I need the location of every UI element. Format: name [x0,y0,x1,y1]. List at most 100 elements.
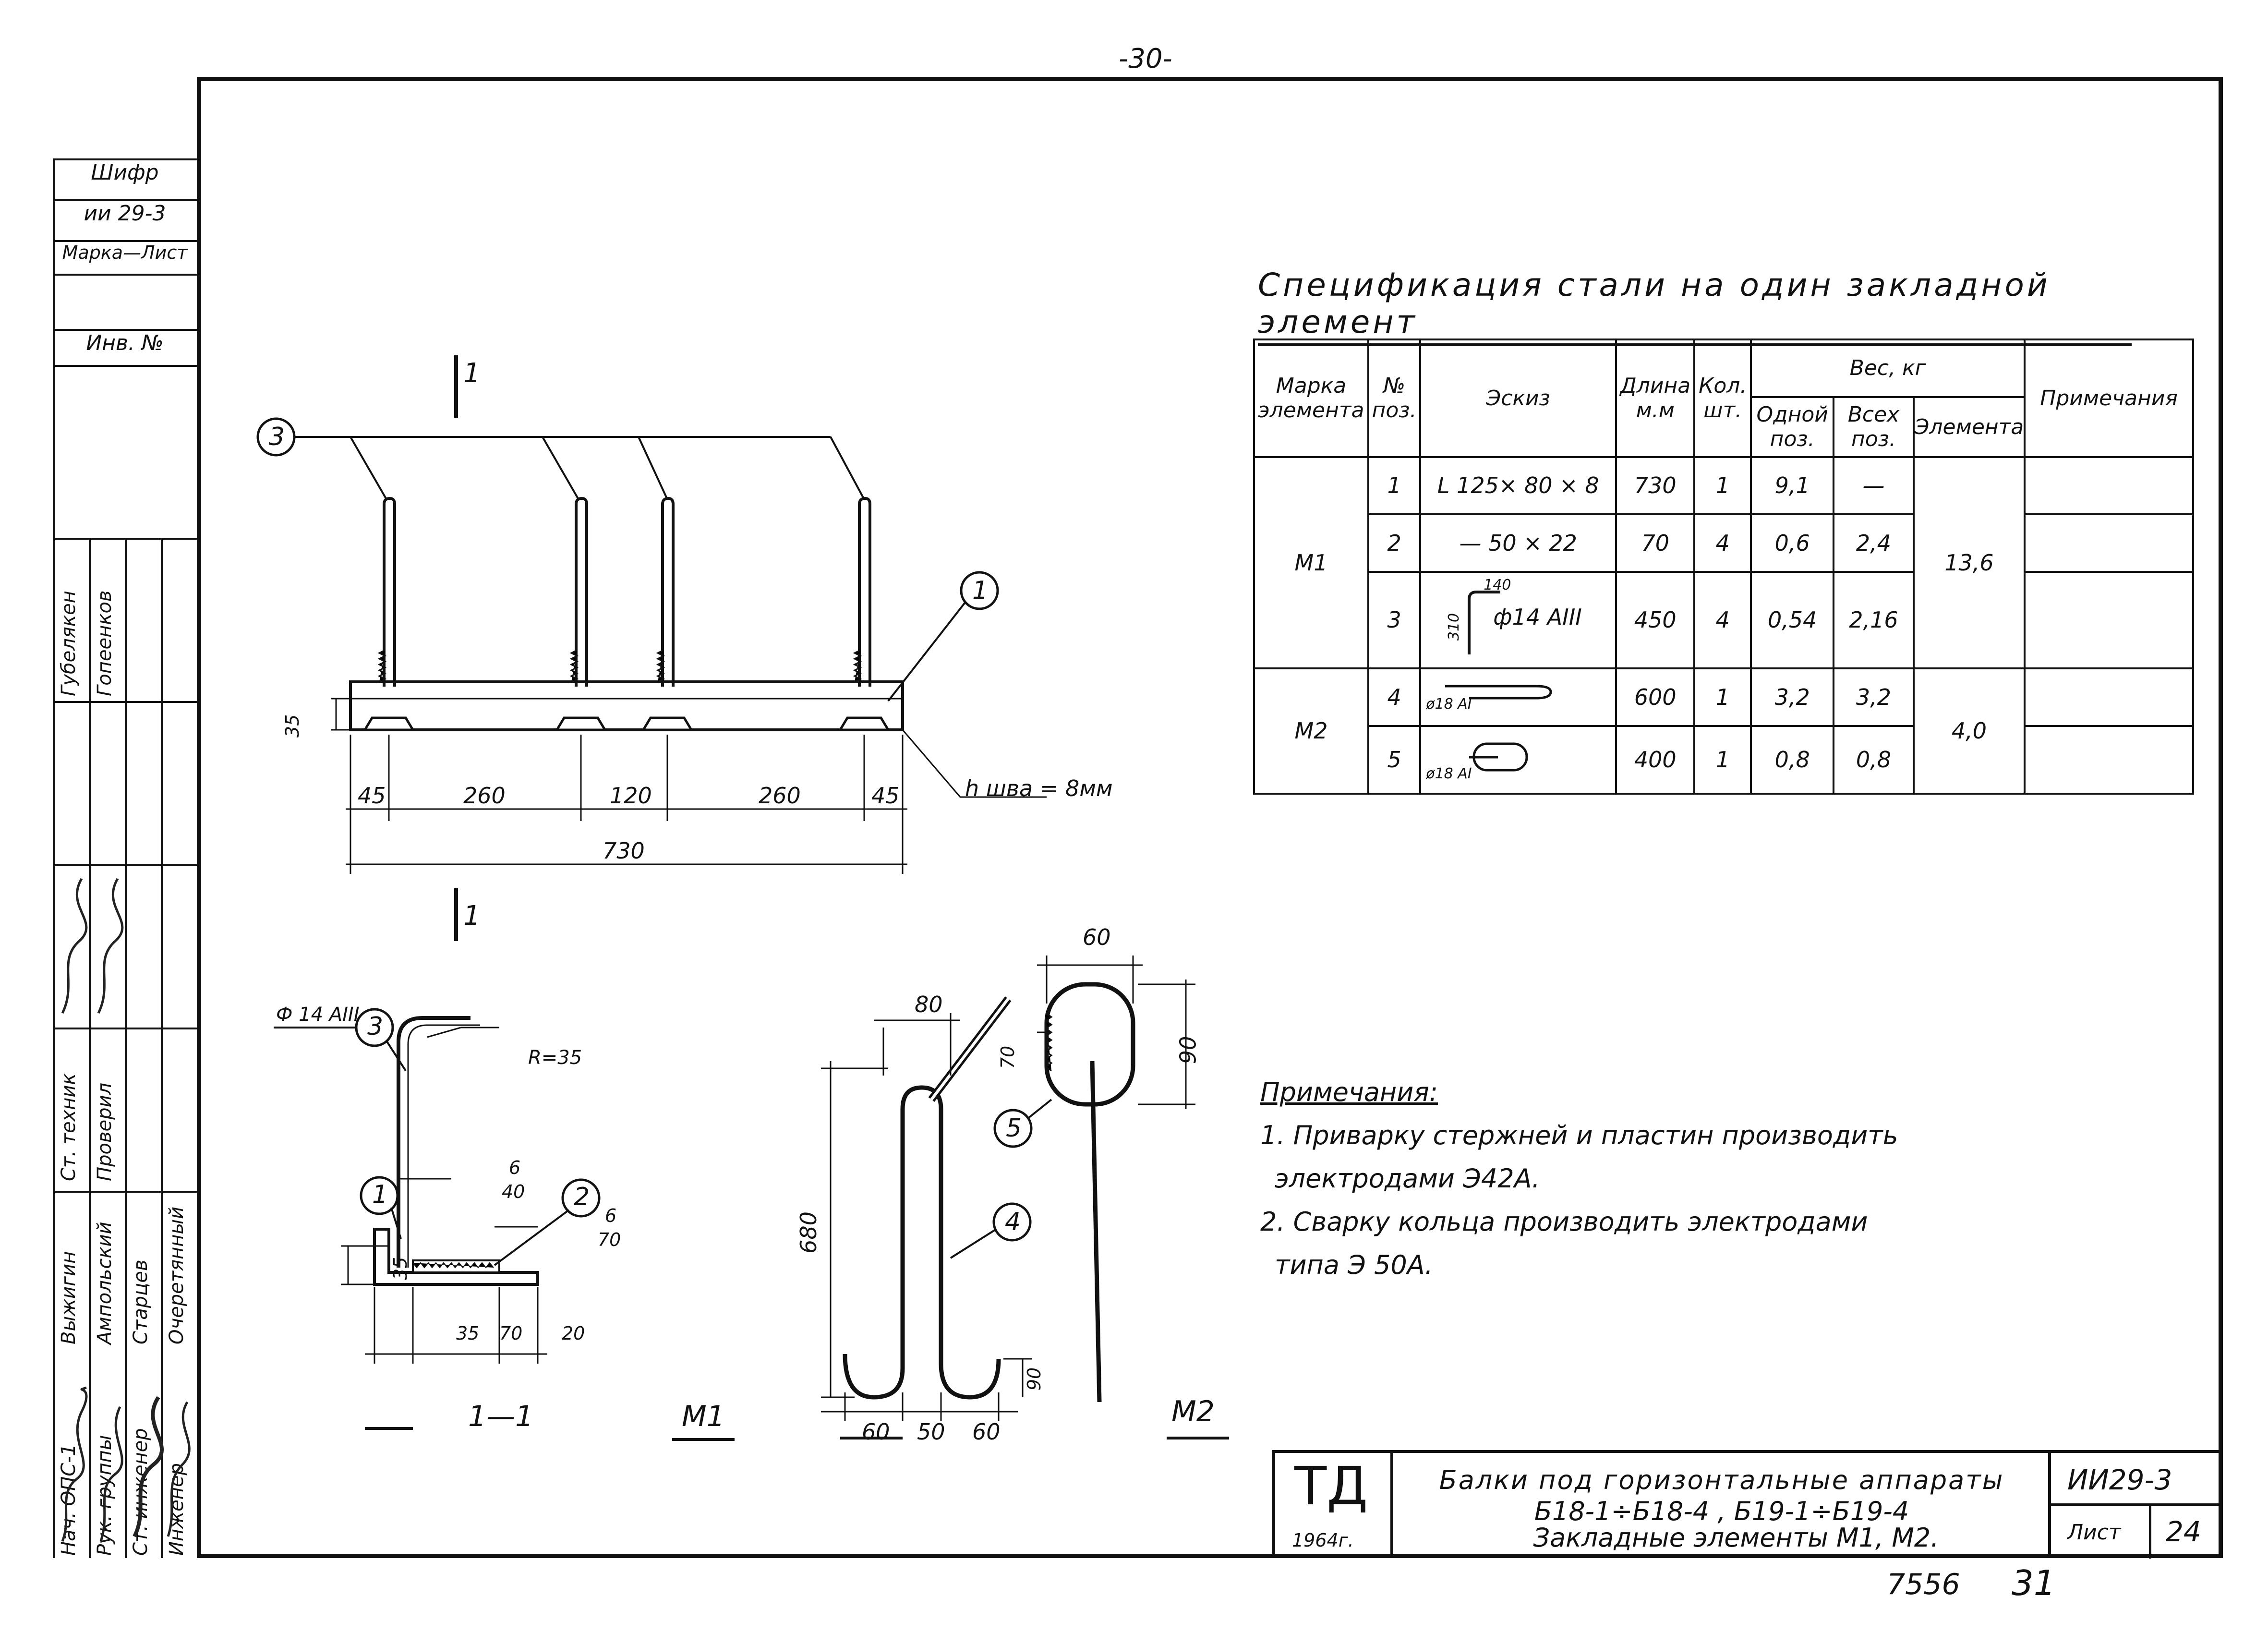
cell-qty: 4 [1693,513,1752,573]
cell-pos: 1 [1367,456,1422,516]
top-elevation-drawing [256,355,1047,941]
m1-dim-80: 80 [915,992,943,1017]
cell-length: 450 [1615,570,1696,669]
th-notes: Примечания [2024,339,2194,458]
stamp-title-1: Балки под горизонтальные аппараты [1439,1465,2004,1495]
cell-qty: 1 [1693,456,1752,516]
left-title-strip: Шифр ии 29-3 Марка—Лист Инв. № Нач. ОПС-… [53,158,197,1558]
frac1-bot: 40 [502,1181,525,1202]
bent-bar-icon [1468,590,1501,654]
inv-blank [53,365,197,423]
th-pos: № поз. [1367,339,1422,458]
section-dim-35: 35 [456,1323,480,1344]
cell-sketch: — 50 × 22 [1419,513,1617,573]
signer-name-4: Ампольский [94,1222,116,1344]
weld-size-label: h шва = 8мм [965,775,1113,801]
cell-w-one: 0,8 [1750,725,1835,795]
cell-note [2024,725,2194,795]
signer-name-2: Гопеенков [94,590,116,697]
th-weight: Вес, кг [1750,339,2026,398]
stamp-sheet-no: 24 [2166,1515,2201,1548]
cell-w-elem-m2: 4,0 [1912,667,2026,795]
cell-w-all: — [1833,456,1915,516]
cell-mark-m1: М1 [1253,456,1369,669]
frac2-bot: 70 [598,1229,621,1250]
mark-sheet-blank [53,274,197,322]
cell-qty: 4 [1693,570,1752,669]
m1-dim-50: 50 [917,1419,945,1445]
sketch-bar-label: ф14 АIII [1493,604,1582,630]
stamp-code: ИИ29-3 [2067,1464,2172,1496]
org-logo: ТД [1294,1455,1368,1517]
th-w-elem: Элемента [1912,396,2026,458]
note-line-4: типа Э 50А. [1275,1250,1433,1280]
cell-pos: 5 [1367,725,1422,795]
stamp-sheet-label: Лист [2067,1520,2121,1545]
note-line-2: электродами Э42А. [1275,1163,1540,1194]
table-row: 3 140 310 ф14 АIII 450 4 0,54 2,16 [1254,570,2194,669]
signer-name-3: Выжигин [58,1251,80,1344]
cell-qty: 1 [1693,667,1752,727]
cell-note [2024,667,2194,727]
th-mark: Марка элемента [1253,339,1369,458]
m1-m2-drawing [821,956,1229,1439]
radius-label: R=35 [528,1047,582,1069]
stamp-title-2: Б18-1÷Б18-4 , Б19-1÷Б19-4 [1534,1496,1909,1526]
sketch-hook-label: ø18 АI [1426,695,1472,713]
m2-caption: М2 [1171,1395,1215,1428]
signatures-scribble-upper [61,878,124,1014]
footer-page: 31 [2012,1563,2056,1603]
table-row: 2 — 50 × 22 70 4 0,6 2,4 [1254,513,2194,573]
section-dim-20: 20 [562,1323,585,1344]
cell-w-one: 9,1 [1750,456,1835,516]
th-sketch: Эскиз [1419,339,1617,458]
stamp-year: 1964г. [1292,1530,1354,1551]
m1-caption-underline [672,1438,735,1441]
dim-45-left: 45 [358,783,386,809]
cell-pos: 2 [1367,513,1422,573]
page-number: -30- [1119,43,1172,74]
section-mark-bottom: 1 [463,900,481,931]
ring-icon [1469,742,1528,772]
signer-name-6: Очеретянный [166,1207,188,1344]
th-qty: Кол. шт. [1693,339,1752,458]
cell-sketch-bent-bar: 140 310 ф14 АIII [1419,570,1617,669]
cell-w-all: 2,4 [1833,513,1915,573]
cell-qty: 1 [1693,725,1752,795]
cell-w-one: 3,2 [1750,667,1835,727]
cell-w-one: 0,6 [1750,513,1835,573]
note-line-3: 2. Сварку кольца производить электродами [1260,1207,1868,1237]
signer-name-5: Старцев [130,1259,152,1344]
dim-height-35: 35 [282,714,303,738]
signer-role-6: Проверил [94,1082,116,1181]
table-row: 5 ø18 АI 400 1 0,8 0,8 [1254,725,2194,795]
cell-sketch-ring: ø18 АI [1419,725,1617,795]
dim-120: 120 [610,783,652,809]
cell-length: 70 [1615,513,1696,573]
m1-dim-90: 90 [1024,1367,1045,1391]
callout-4: 4 [1005,1208,1021,1236]
m2-dim-60: 60 [1083,924,1111,950]
mark-sheet-label: Марка—Лист [53,240,197,274]
spec-title: Спецификация стали на один закладной эле… [1258,266,2132,346]
drawing-frame [197,77,2223,1558]
cell-note [2024,570,2194,669]
inv-label: Инв. № [53,329,197,365]
cell-pos: 3 [1367,570,1422,669]
sketch-dim-310: 310 [1446,613,1463,641]
m1-dim-60-a: 60 [862,1419,890,1445]
cell-note [2024,456,2194,516]
cell-pos: 4 [1367,667,1422,727]
section-caption: 1—1 [468,1400,534,1433]
m1-dim-60-b: 60 [972,1419,1001,1445]
cell-length: 600 [1615,667,1696,727]
m2-dim-90: 90 [1175,1036,1201,1064]
cell-length: 730 [1615,456,1696,516]
dim-total-730: 730 [603,838,645,864]
frac1-top: 6 [509,1157,521,1178]
cipher-label: Шифр [53,158,197,194]
th-w-one: Одной поз. [1750,396,1835,458]
dim-45-right: 45 [871,783,900,809]
th-length: Длина м.м [1615,339,1696,458]
cell-w-elem-m1: 13,6 [1912,456,2026,669]
